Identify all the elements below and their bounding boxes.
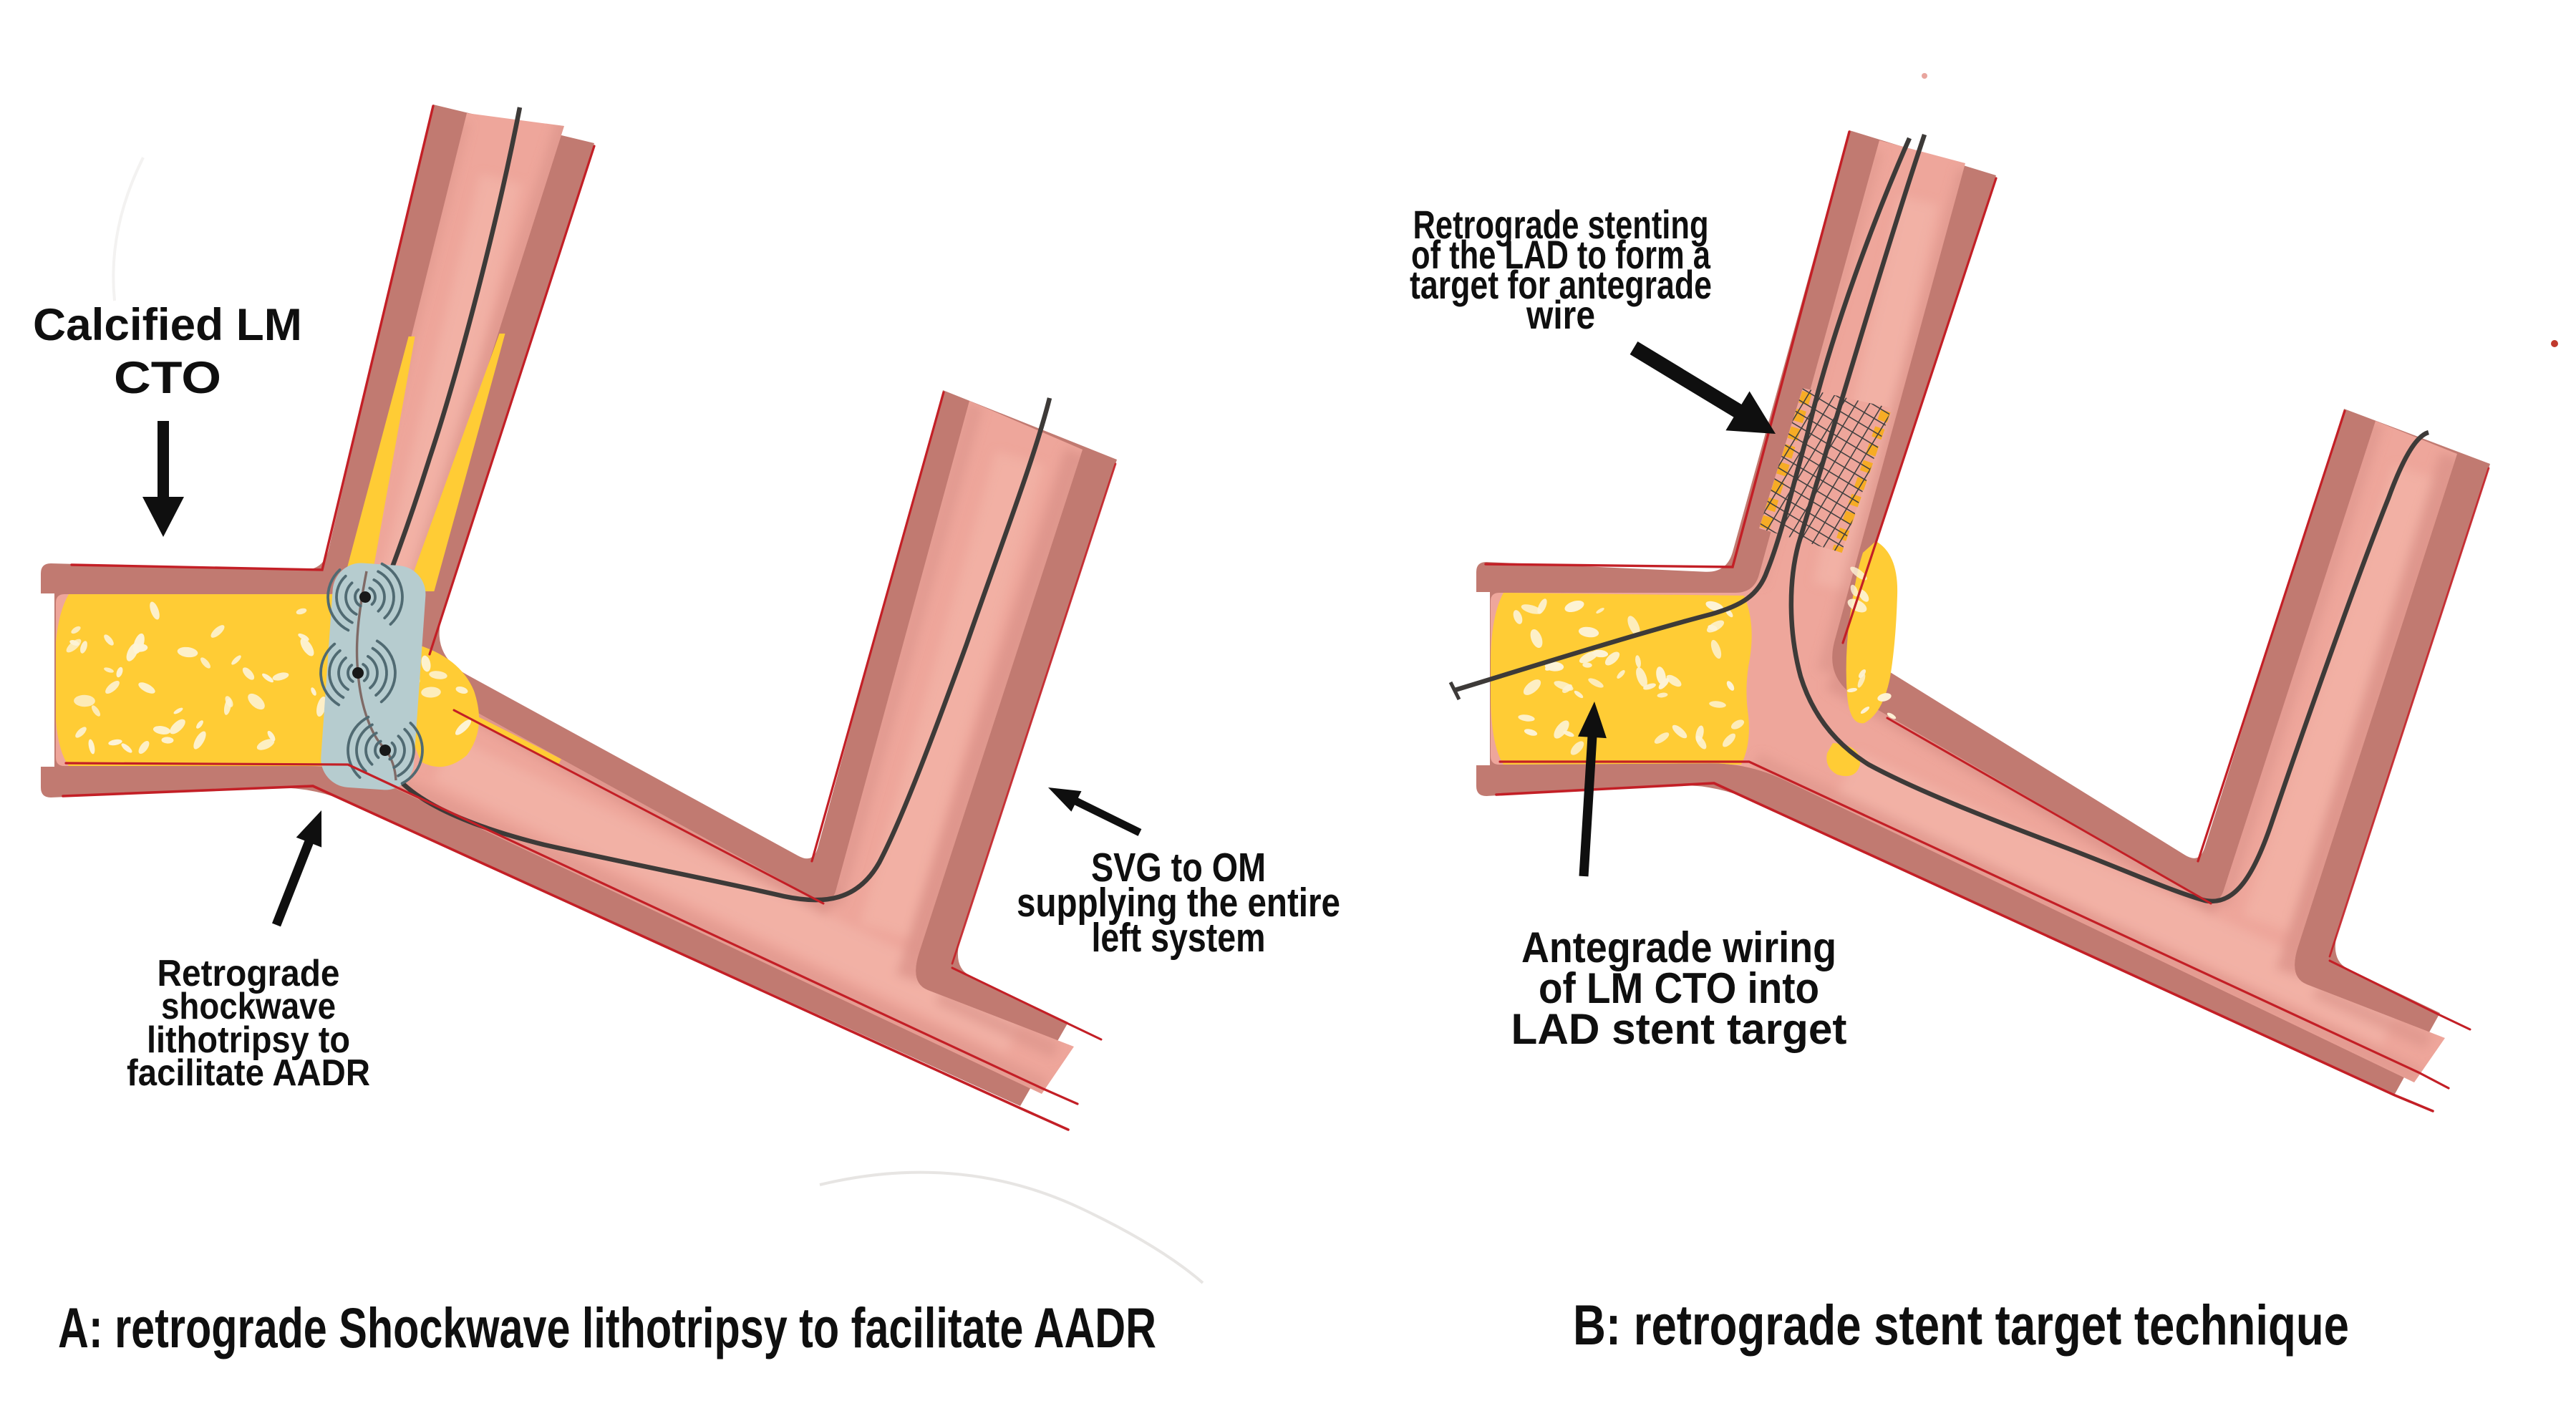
svg-text:lithotripsy to: lithotripsy to [147,1019,350,1061]
svg-text:Calcified LM: Calcified LM [33,300,302,350]
svg-text:wire: wire [1526,292,1595,337]
svg-text:Retrograde: Retrograde [158,953,340,994]
svg-text:B: retrograde stent target tec: B: retrograde stent target technique [1573,1293,2349,1357]
svg-text:left system: left system [1092,915,1266,961]
svg-text:supplying the entire: supplying the entire [1017,880,1340,926]
svg-text:shockwave: shockwave [161,986,336,1027]
svg-text:A: retrograde Shockwave lithot: A: retrograde Shockwave lithotripsy to f… [58,1296,1156,1359]
svg-text:target for antegrade: target for antegrade [1410,262,1712,307]
svg-text:SVG to OM: SVG to OM [1091,845,1266,891]
svg-text:of the LAD to form a: of the LAD to form a [1411,232,1711,277]
svg-text:Retrograde stenting: Retrograde stenting [1413,202,1709,247]
svg-text:facilitate AADR: facilitate AADR [127,1052,370,1094]
svg-text:of LM CTO into: of LM CTO into [1539,964,1819,1012]
svg-text:CTO: CTO [114,353,221,403]
svg-text:Antegrade wiring: Antegrade wiring [1521,923,1836,971]
svg-text:LAD stent target: LAD stent target [1511,1005,1847,1053]
